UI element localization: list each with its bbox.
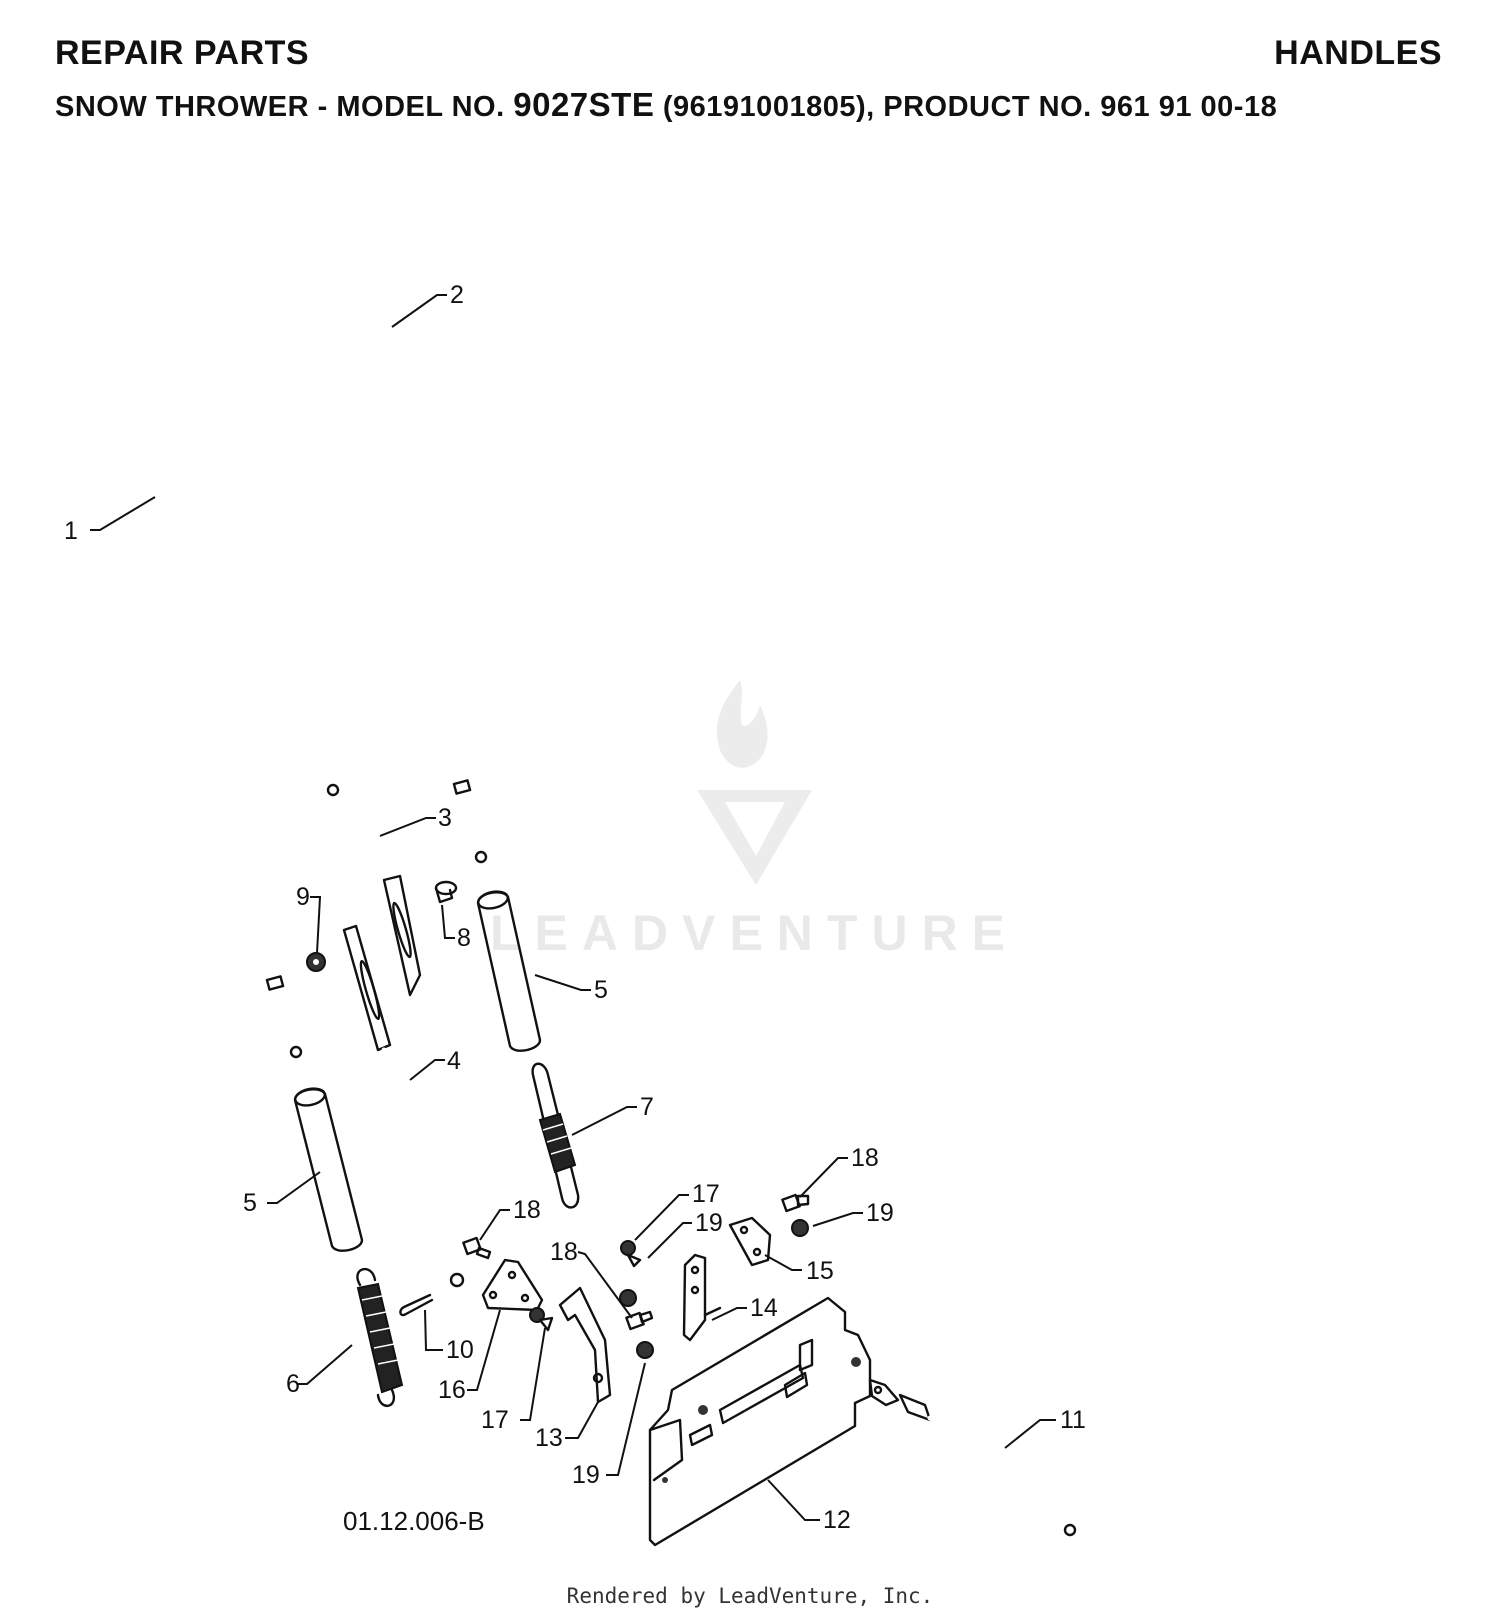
part-18-shoulder-bolt-left: [462, 1236, 492, 1260]
part-17-bolt-upper: [620, 1240, 642, 1268]
part-11-control-rod: [868, 1378, 1077, 1537]
part-6-extension-spring: [356, 1267, 404, 1407]
callout-14: 14: [750, 1294, 778, 1322]
part-19-nut-a: [619, 1289, 637, 1307]
part-8-clevis-pin: [434, 880, 458, 904]
section-title: HANDLES: [1274, 34, 1442, 72]
callout-12: 12: [823, 1506, 851, 1534]
page-title: REPAIR PARTS: [55, 34, 310, 72]
callout-10: 10: [446, 1336, 474, 1364]
callout-19-c: 19: [572, 1461, 600, 1489]
callout-4: 4: [447, 1047, 461, 1075]
part-13-bracket: [558, 1286, 612, 1404]
part-12-mounting-panel: [648, 1296, 872, 1547]
drawing-number: 01.12.006-B: [343, 1506, 485, 1536]
part-7-spring: [531, 1062, 580, 1209]
callout-18-left: 18: [513, 1196, 541, 1224]
watermark-flame-icon: [716, 680, 768, 768]
callout-18-right: 18: [851, 1144, 879, 1172]
callout-9: 9: [296, 883, 310, 911]
part-16-pivot-plate: [481, 1258, 544, 1312]
part-2-handle-rod: [347, 284, 488, 864]
callout-11: 11: [1060, 1406, 1086, 1434]
callout-17-lower: 17: [481, 1406, 509, 1434]
leader-lines: [90, 294, 1056, 1521]
part-3-link-bracket: [326, 783, 422, 997]
callout-15: 15: [806, 1257, 834, 1285]
callout-13: 13: [535, 1424, 563, 1452]
part-14-bracket: [682, 1253, 722, 1342]
callout-1: 1: [64, 517, 78, 545]
part-19-nut-b: [636, 1341, 654, 1359]
model-subtitle: SNOW THROWER - MODEL NO. 9027STE (961910…: [55, 86, 1277, 124]
part-10-hairpin-clip: [399, 1293, 434, 1317]
part-5-grip-upper: [476, 890, 542, 1052]
watermark-v-icon: [697, 790, 812, 885]
model-number: 9027STE: [513, 86, 655, 123]
part-17-bolt-lower: [529, 1307, 554, 1332]
subtitle-suffix: (96191001805), PRODUCT NO. 961 91 00-18: [654, 91, 1278, 123]
callout-7: 7: [640, 1093, 654, 1121]
part-15-mounting-plate: [728, 1216, 772, 1267]
watermark-text: LEADVENTURE: [490, 905, 1019, 961]
callout-16: 16: [438, 1376, 466, 1404]
callout-8: 8: [457, 924, 471, 952]
watermark: LEADVENTURE: [490, 680, 1019, 961]
part-9-nut: [306, 952, 326, 972]
callout-18-center: 18: [550, 1238, 578, 1266]
footer-credit: Rendered by LeadVenture, Inc.: [566, 1584, 934, 1608]
part-18-shoulder-bolt-center: [625, 1310, 654, 1331]
part-4-lever-rod: [342, 924, 465, 1288]
callout-labels: 1 2 3 4 5 5 6 7 8 9 10 11 12 13 14 15 16…: [64, 281, 1086, 1534]
part-1-handle-rod: [117, 445, 303, 1059]
part-5-grip-lower: [293, 1087, 364, 1252]
callout-2: 2: [450, 281, 464, 309]
callout-17-upper: 17: [692, 1180, 720, 1208]
callout-5-lower: 5: [243, 1189, 257, 1217]
callout-5-upper: 5: [594, 976, 608, 1004]
part-18-shoulder-bolt-right: [781, 1193, 810, 1213]
callout-3: 3: [438, 804, 452, 832]
subtitle-prefix: SNOW THROWER - MODEL NO.: [55, 91, 514, 123]
callout-19-b: 19: [866, 1199, 894, 1227]
callout-6: 6: [286, 1370, 300, 1398]
part-19-nut-c: [791, 1219, 809, 1237]
callout-19-a: 19: [695, 1209, 723, 1237]
